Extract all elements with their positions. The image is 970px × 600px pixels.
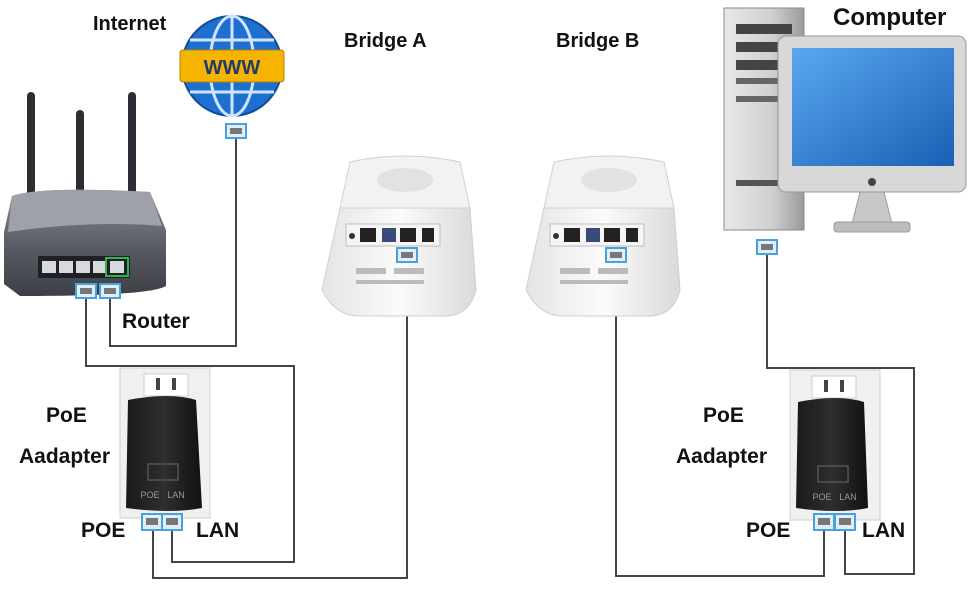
bridge-a-icon	[321, 155, 477, 317]
left-port-poe-label: POE	[81, 519, 126, 542]
right-port-poe-label: POE	[746, 519, 791, 542]
left-port-lan-label: LAN	[196, 519, 240, 542]
computer-label: Computer	[833, 4, 947, 31]
internet-label: Internet	[93, 13, 167, 35]
right-poe-adapter-label-line2: Aadapter	[676, 445, 768, 468]
bridge-a-label: Bridge A	[344, 30, 427, 52]
router-icon	[4, 92, 166, 299]
right-adapter-poe-text: POE	[812, 492, 831, 502]
left-adapter-lan-text: LAN	[167, 490, 185, 500]
cables	[85, 138, 915, 579]
cable-internet-router	[109, 138, 237, 347]
left-poe-adapter-label-line2: Aadapter	[19, 445, 111, 468]
right-adapter-lan-text: LAN	[839, 492, 857, 502]
left-poe-adapter-label-line1: PoE	[46, 404, 87, 427]
cable-bridge-b-adapter-poe	[615, 258, 825, 577]
cable-adapter-lan-computer	[766, 254, 915, 575]
left-poe-adapter-icon	[119, 367, 211, 531]
left-adapter-poe-text: POE	[140, 490, 159, 500]
right-port-lan-label: LAN	[862, 519, 906, 542]
globe-badge-text: WWW	[204, 57, 261, 79]
bridge-b-label: Bridge B	[556, 30, 640, 52]
globe-icon	[179, 14, 285, 139]
right-poe-adapter-label-line1: PoE	[703, 404, 744, 427]
cable-adapter-poe-bridge-a	[152, 258, 408, 579]
right-poe-adapter-icon	[789, 369, 881, 531]
bridge-b-icon	[525, 155, 681, 317]
cable-router-adapter-lan	[85, 298, 295, 563]
computer-icon	[723, 7, 967, 255]
router-label: Router	[122, 310, 190, 333]
